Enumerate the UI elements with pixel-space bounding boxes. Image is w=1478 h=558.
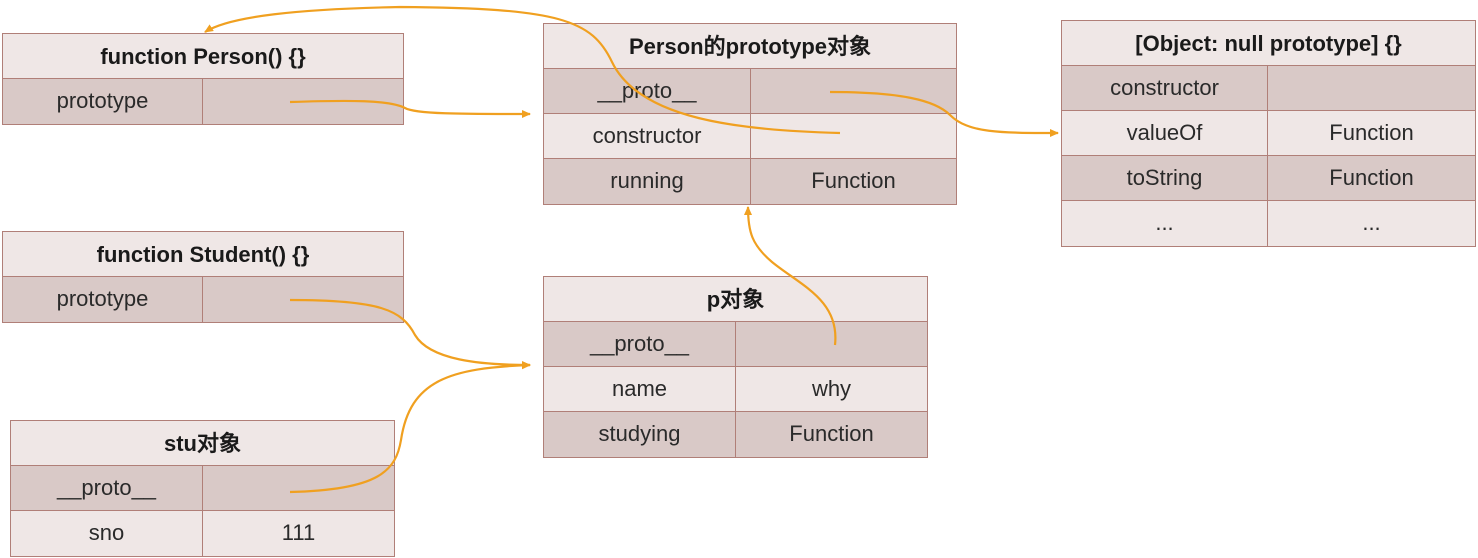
- row-value: why: [811, 376, 852, 401]
- row-value: Function: [811, 168, 896, 193]
- row-key: prototype: [3, 79, 203, 124]
- table-row: prototype: [3, 277, 403, 322]
- row-key: toString: [1062, 156, 1268, 200]
- p-object-box: p对象 __proto__ name why studying Function: [543, 276, 928, 458]
- row-key: __proto__: [11, 466, 203, 510]
- row-key: studying: [544, 412, 736, 457]
- row-value: Function: [1329, 120, 1414, 145]
- table-row: toString Function: [1062, 156, 1475, 201]
- table-row: prototype: [3, 79, 403, 124]
- table-row: __proto__: [544, 322, 927, 367]
- person-function-box: function Person() {} prototype: [2, 33, 404, 125]
- table-row: ......: [1062, 201, 1475, 246]
- table-row: __proto__: [11, 466, 394, 511]
- table-row: __proto__: [544, 69, 956, 114]
- row-key: __proto__: [544, 322, 736, 366]
- table-row: running Function: [544, 159, 956, 204]
- row-value: [203, 466, 394, 510]
- row-value: [751, 69, 956, 113]
- row-key: ...: [1062, 201, 1268, 246]
- row-value: [751, 114, 956, 158]
- row-value: [203, 79, 403, 124]
- row-value: [1268, 66, 1475, 110]
- row-value: 111: [281, 520, 316, 545]
- row-key: running: [544, 159, 751, 204]
- row-key: constructor: [544, 114, 751, 158]
- row-key: __proto__: [544, 69, 751, 113]
- row-key: valueOf: [1062, 111, 1268, 155]
- box-title: function Student() {}: [3, 232, 403, 277]
- row-key: prototype: [3, 277, 203, 322]
- stu-object-box: stu对象 __proto__ sno 111: [10, 420, 395, 557]
- table-row: sno 111: [11, 511, 394, 556]
- null-prototype-box: [Object: null prototype] {} constructor …: [1061, 20, 1476, 247]
- row-value: [203, 277, 403, 322]
- table-row: constructor: [1062, 66, 1475, 111]
- table-row: valueOf Function: [1062, 111, 1475, 156]
- row-value: [736, 322, 927, 366]
- box-title: p对象: [544, 277, 927, 322]
- row-value: Function: [1329, 165, 1414, 190]
- box-title: [Object: null prototype] {}: [1062, 21, 1475, 66]
- row-key: sno: [11, 511, 203, 556]
- box-title: Person的prototype对象: [544, 24, 956, 69]
- row-key: constructor: [1062, 66, 1268, 110]
- row-key: name: [544, 367, 736, 411]
- table-row: constructor: [544, 114, 956, 159]
- row-value: Function: [789, 421, 874, 446]
- person-prototype-box: Person的prototype对象 __proto__ constructor…: [543, 23, 957, 205]
- table-row: name why: [544, 367, 927, 412]
- box-title: stu对象: [11, 421, 394, 466]
- box-title: function Person() {}: [3, 34, 403, 79]
- student-function-box: function Student() {} prototype: [2, 231, 404, 323]
- row-value: ...: [1362, 210, 1381, 235]
- table-row: studying Function: [544, 412, 927, 457]
